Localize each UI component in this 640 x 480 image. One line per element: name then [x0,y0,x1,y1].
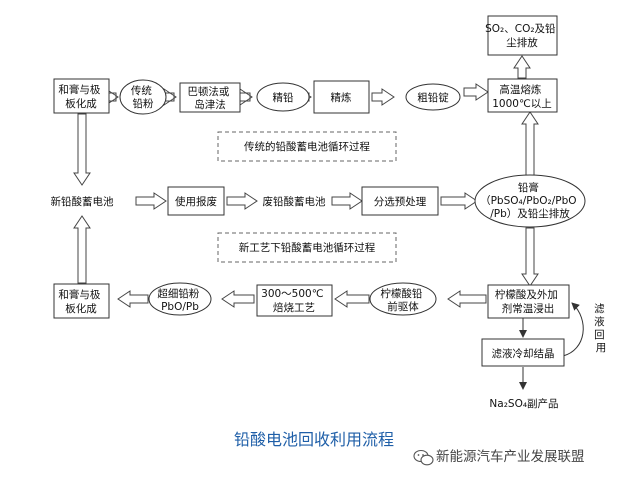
node-barton-process [179,82,241,113]
label-traditional-lead-powder: 传统 铅粉 [131,84,155,110]
arrow-smelt-to-emission [513,55,531,79]
label-refining: 精炼 [331,91,352,104]
label-ultrafine-powder: 超细铅粉 PbO/Pb [157,287,202,313]
arrow-paste-to-leach [521,227,539,287]
node-lead-paste [474,174,586,228]
arrow-use-to-waste [226,192,258,210]
label-lead-citrate-precursor: 柠檬酸铅 前驱体 [380,287,425,313]
node-lead-citrate-precursor [369,282,437,316]
arrow-waste-to-sorting [331,192,363,210]
node-citric-leach [487,284,570,319]
note-new-box [217,232,397,263]
label-na2so4: Na₂SO₄副产品 [489,397,558,410]
label-high-temp-smelting: 高温熔炼 1000℃以上 [492,83,552,110]
label-filtrate-cooling: 滤液冷却结晶 [492,347,555,360]
node-roasting [256,284,333,317]
label-lead-paste: 铅膏 （PbSO₄/PbO₂/PbO /Pb）及铅尘排放 [480,181,580,220]
node-paste-plate-bottom [53,283,110,319]
label-paste-plate-top: 和膏与极 板化成 [58,83,103,110]
label-refined-lead: 精铅 [273,91,294,104]
wechat-icon [413,449,434,466]
node-ultrafine-powder [148,282,212,316]
arrow-smelt-to-ingot [463,83,489,101]
node-filtrate-cooling [481,338,565,367]
label-new-battery: 新铅酸蓄电池 [51,195,114,208]
label-so2-emission: SO₂、CO₂及铅 尘排放 [485,22,559,49]
watermark-text: 新能源汽车产业发展联盟 [436,448,585,465]
node-use-scrap [167,186,225,216]
note-traditional-box [217,131,397,162]
arrow-sorting-to-paste [440,192,478,210]
arrow-paste-to-smelt [521,111,539,177]
arrow-paste-bottom-to-new-battery [73,215,91,284]
label-paste-plate-bottom: 和膏与极 板化成 [58,288,103,315]
label-waste-battery: 废铅酸蓄电池 [263,195,326,208]
arrow-powder-to-paste-bottom [117,290,149,308]
note-new: 新工艺下铅酸蓄电池循环过程 [239,241,376,254]
label-filtrate-recycle: 滤 液 回 用 [594,302,608,354]
label-use-scrap: 使用报废 [175,195,217,208]
label-barton-process: 巴顿法或 岛津法 [187,85,232,111]
arrow-filtrate-recycle [562,302,584,357]
arrow-paste-top-to-new-battery [73,113,91,186]
arrow-roasting-to-powder [221,290,255,308]
node-refining [313,80,370,114]
node-crude-lead-ingot [405,83,461,111]
note-traditional: 传统的铅酸蓄电池循环过程 [244,140,370,153]
node-paste-plate-top [53,78,110,114]
node-high-temp-smelting [487,78,558,113]
label-citric-leach: 柠檬酸及外加 剂常温浸出 [495,288,561,315]
arrow-refined-lead-to-barton [239,88,253,106]
label-roasting: 300～500℃ 焙烧工艺 [261,288,327,314]
node-sorting-pretreat [361,186,439,216]
arrow-new-to-use [135,192,167,210]
label-sorting-pretreat: 分选预处理 [374,195,427,208]
node-traditional-lead-powder [119,79,167,115]
arrow-leach-to-citrate [447,290,487,308]
diagram-caption: 铅酸电池回收利用流程 [234,430,394,449]
node-so2-emission [487,15,558,56]
label-crude-lead-ingot: 粗铅锭 [417,91,449,104]
node-refined-lead [256,82,310,112]
arrow-citrate-to-roasting [334,290,370,308]
arrow-ingot-to-refining [371,88,395,106]
